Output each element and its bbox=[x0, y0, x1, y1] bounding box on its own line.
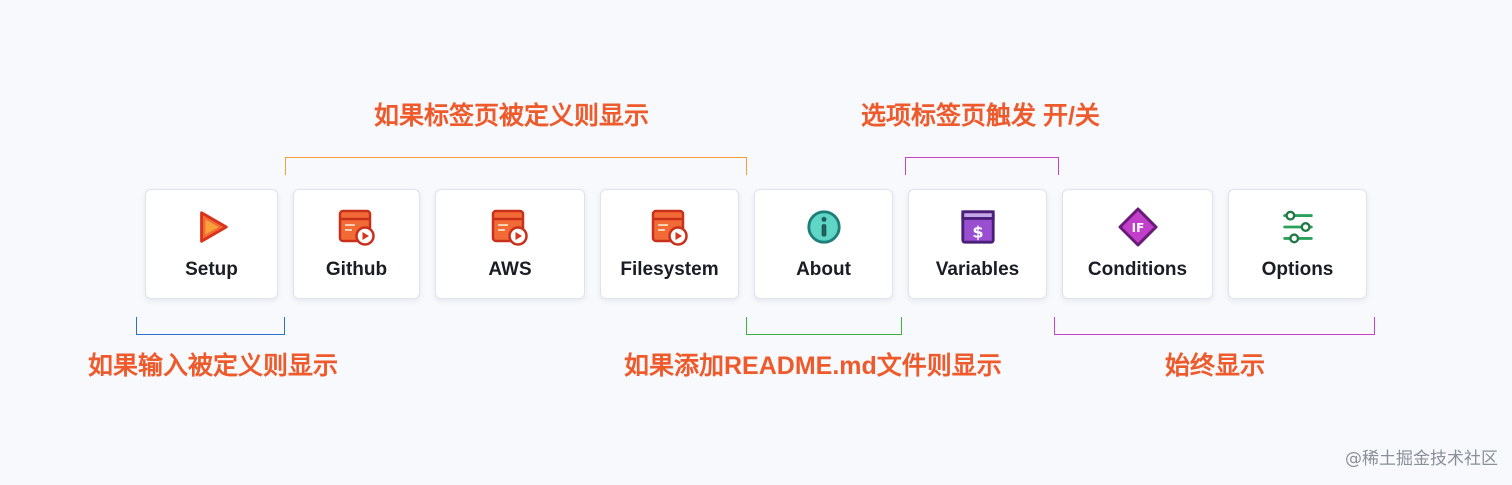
card-label: Filesystem bbox=[620, 259, 719, 280]
card-label: Variables bbox=[935, 259, 1020, 280]
watermark: @稀土掘金技术社区 bbox=[1345, 449, 1498, 469]
card-conditions[interactable]: IF Conditions bbox=[1062, 189, 1213, 299]
window-play-icon bbox=[490, 207, 530, 247]
card-aws[interactable]: AWS bbox=[435, 189, 585, 299]
bracket-inputs bbox=[136, 317, 285, 335]
annotation-readme-added: 如果添加README.md文件则显示 bbox=[624, 352, 1002, 380]
card-label: AWS bbox=[488, 259, 532, 280]
window-play-icon bbox=[337, 207, 377, 247]
if-diamond-icon: IF bbox=[1118, 207, 1158, 247]
bracket-always bbox=[1054, 317, 1375, 335]
sliders-icon bbox=[1278, 207, 1318, 247]
bracket-readme bbox=[746, 317, 902, 335]
card-setup[interactable]: Setup bbox=[145, 189, 278, 299]
annotation-options-toggle: 选项标签页触发 开/关 bbox=[861, 102, 1100, 130]
play-icon bbox=[192, 207, 232, 247]
svg-text:IF: IF bbox=[1131, 221, 1144, 235]
card-filesystem[interactable]: Filesystem bbox=[600, 189, 739, 299]
card-label: Github bbox=[325, 259, 388, 280]
card-github[interactable]: Github bbox=[293, 189, 420, 299]
card-label: Conditions bbox=[1087, 259, 1188, 280]
svg-text:$: $ bbox=[972, 222, 983, 241]
annotation-tabs-defined: 如果标签页被定义则显示 bbox=[374, 102, 650, 130]
bracket-tabs bbox=[285, 157, 747, 175]
card-about[interactable]: About bbox=[754, 189, 893, 299]
card-label: Options bbox=[1261, 259, 1334, 280]
card-label: About bbox=[796, 259, 851, 280]
dollar-icon: $ bbox=[958, 207, 998, 247]
card-variables[interactable]: $ Variables bbox=[908, 189, 1047, 299]
card-options[interactable]: Options bbox=[1228, 189, 1367, 299]
bracket-options bbox=[905, 157, 1059, 175]
card-label: Setup bbox=[185, 259, 238, 280]
annotation-inputs-defined: 如果输入被定义则显示 bbox=[88, 352, 339, 380]
window-play-icon bbox=[650, 207, 690, 247]
info-icon bbox=[804, 207, 844, 247]
annotation-always-shown: 始终显示 bbox=[1165, 352, 1266, 380]
